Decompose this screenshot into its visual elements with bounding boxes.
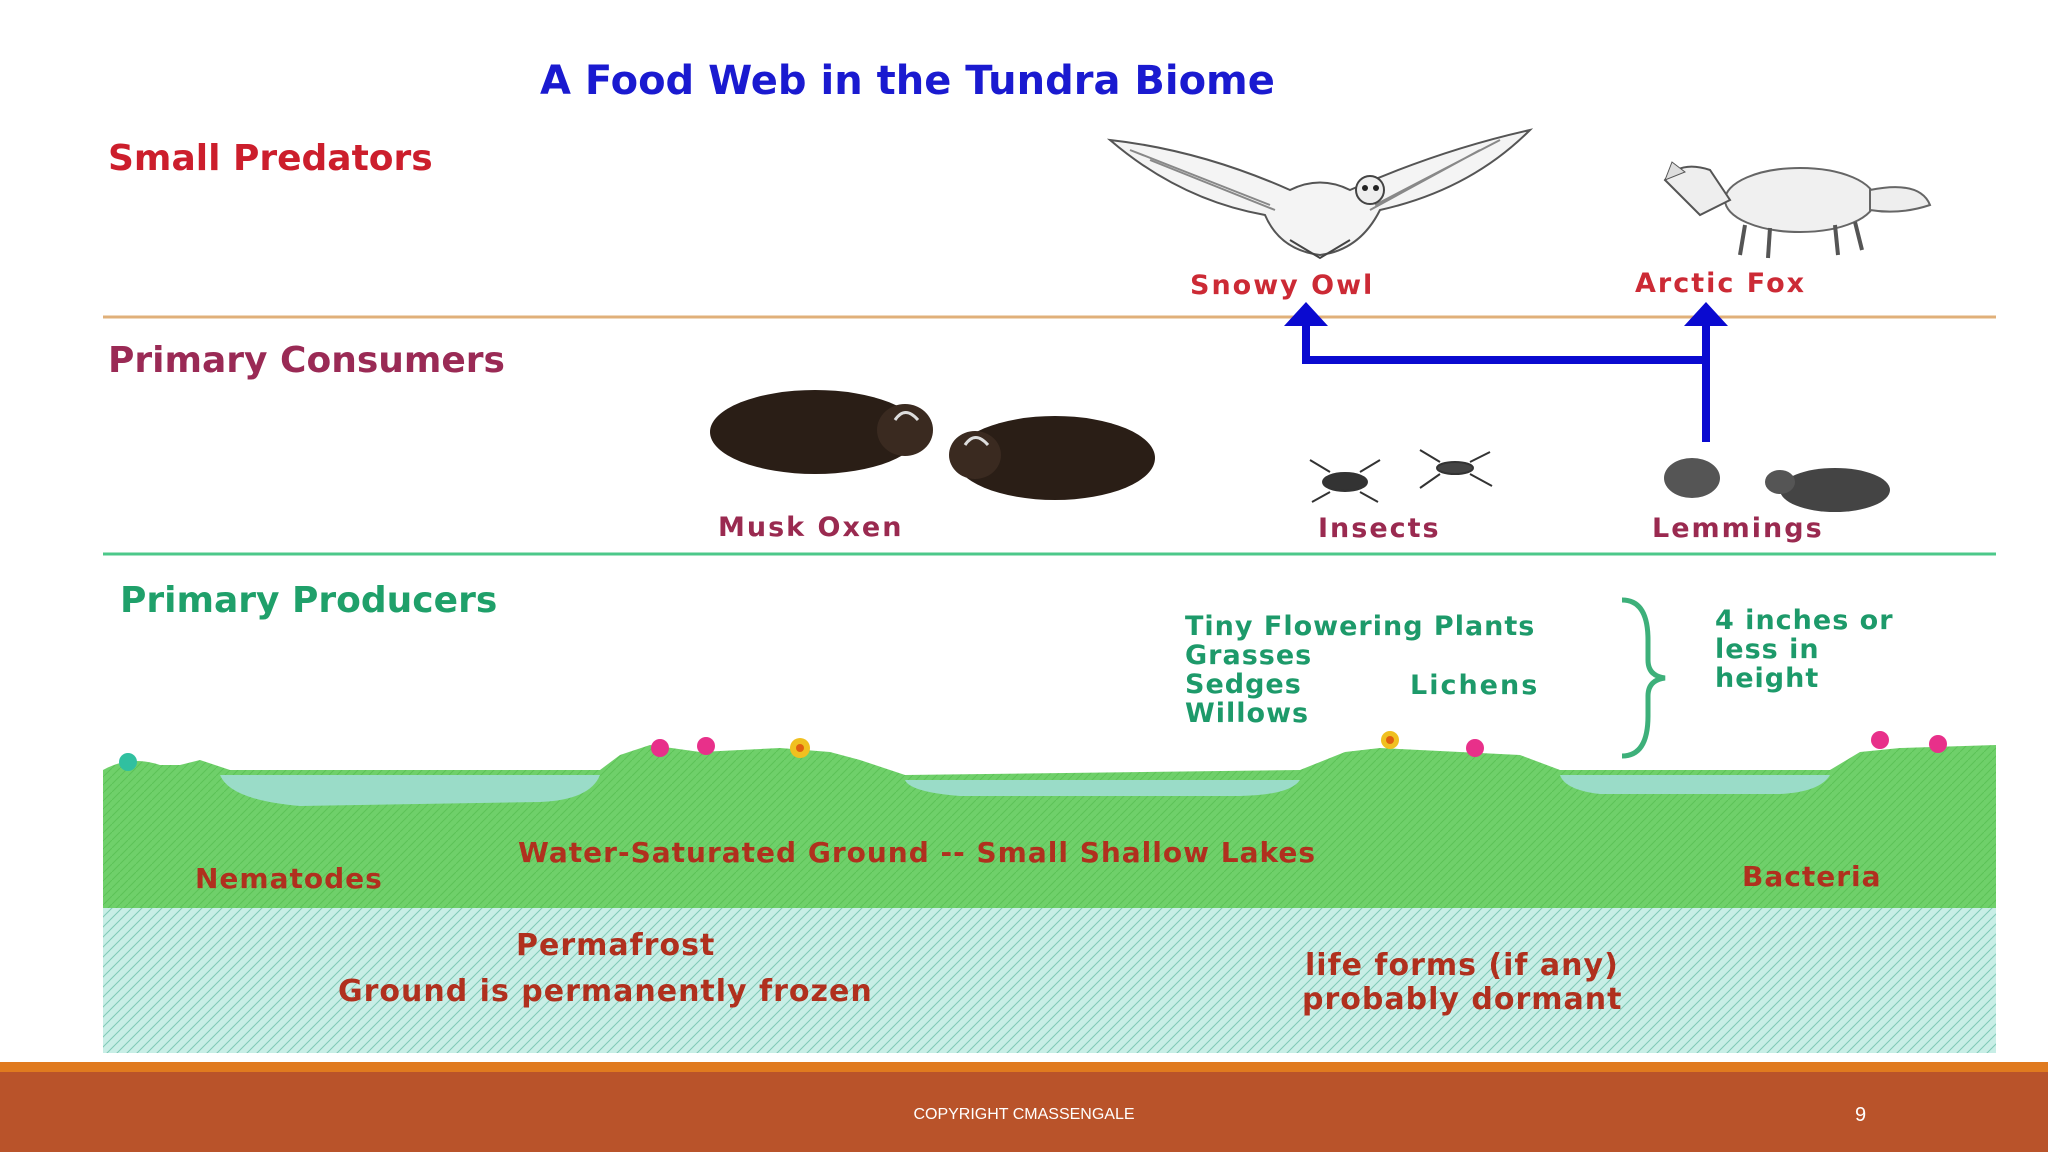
diagram-title: A Food Web in the Tundra Biome (540, 58, 1275, 104)
plants-bracket (1621, 597, 1666, 759)
musk-oxen-illustration (710, 390, 1155, 500)
page-number: 9 (1855, 1104, 1867, 1126)
insects-illustration (1309, 449, 1493, 503)
plants-list: Tiny Flowering Plants Grasses Sedges Wil… (1185, 611, 1536, 729)
arctic-fox-illustration (1663, 161, 1932, 259)
footer-accent-stripe (0, 1062, 2048, 1072)
plant-height-note: 4 inches or less in height (1715, 605, 1894, 694)
label-water-ground: Water-Saturated Ground -- Small Shallow … (518, 836, 1316, 869)
label-snowy-owl: Snowy Owl (1190, 270, 1375, 301)
footer-bar (0, 1062, 2048, 1152)
section-small-predators: Small Predators (108, 138, 433, 179)
label-arctic-fox: Arctic Fox (1635, 268, 1807, 299)
shallow-lakes (220, 775, 600, 806)
lemmings-illustration (1664, 458, 1890, 512)
label-musk-oxen: Musk Oxen (718, 512, 904, 543)
label-life-forms: life forms (if any) (1305, 948, 1619, 983)
label-bacteria: Bacteria (1742, 860, 1882, 893)
label-nematodes: Nematodes (195, 862, 383, 895)
footer-copyright: COPYRIGHT CMASSENGALE (913, 1106, 1135, 1123)
section-primary-consumers: Primary Consumers (108, 340, 505, 381)
label-ground-frozen: Ground is permanently frozen (338, 974, 873, 1009)
label-lichens: Lichens (1410, 670, 1540, 701)
label-lemmings: Lemmings (1652, 513, 1824, 544)
label-permafrost: Permafrost (516, 928, 716, 963)
label-dormant: probably dormant (1302, 982, 1623, 1017)
grass-layer (103, 745, 1996, 912)
food-chain-arrows (1284, 302, 1728, 442)
section-primary-producers: Primary Producers (120, 580, 498, 621)
flowers (119, 731, 1947, 771)
label-insects: Insects (1318, 513, 1441, 544)
permafrost-layer (103, 908, 1996, 1053)
food-web-diagram (103, 128, 1996, 1053)
snowy-owl-illustration (1106, 128, 1534, 260)
